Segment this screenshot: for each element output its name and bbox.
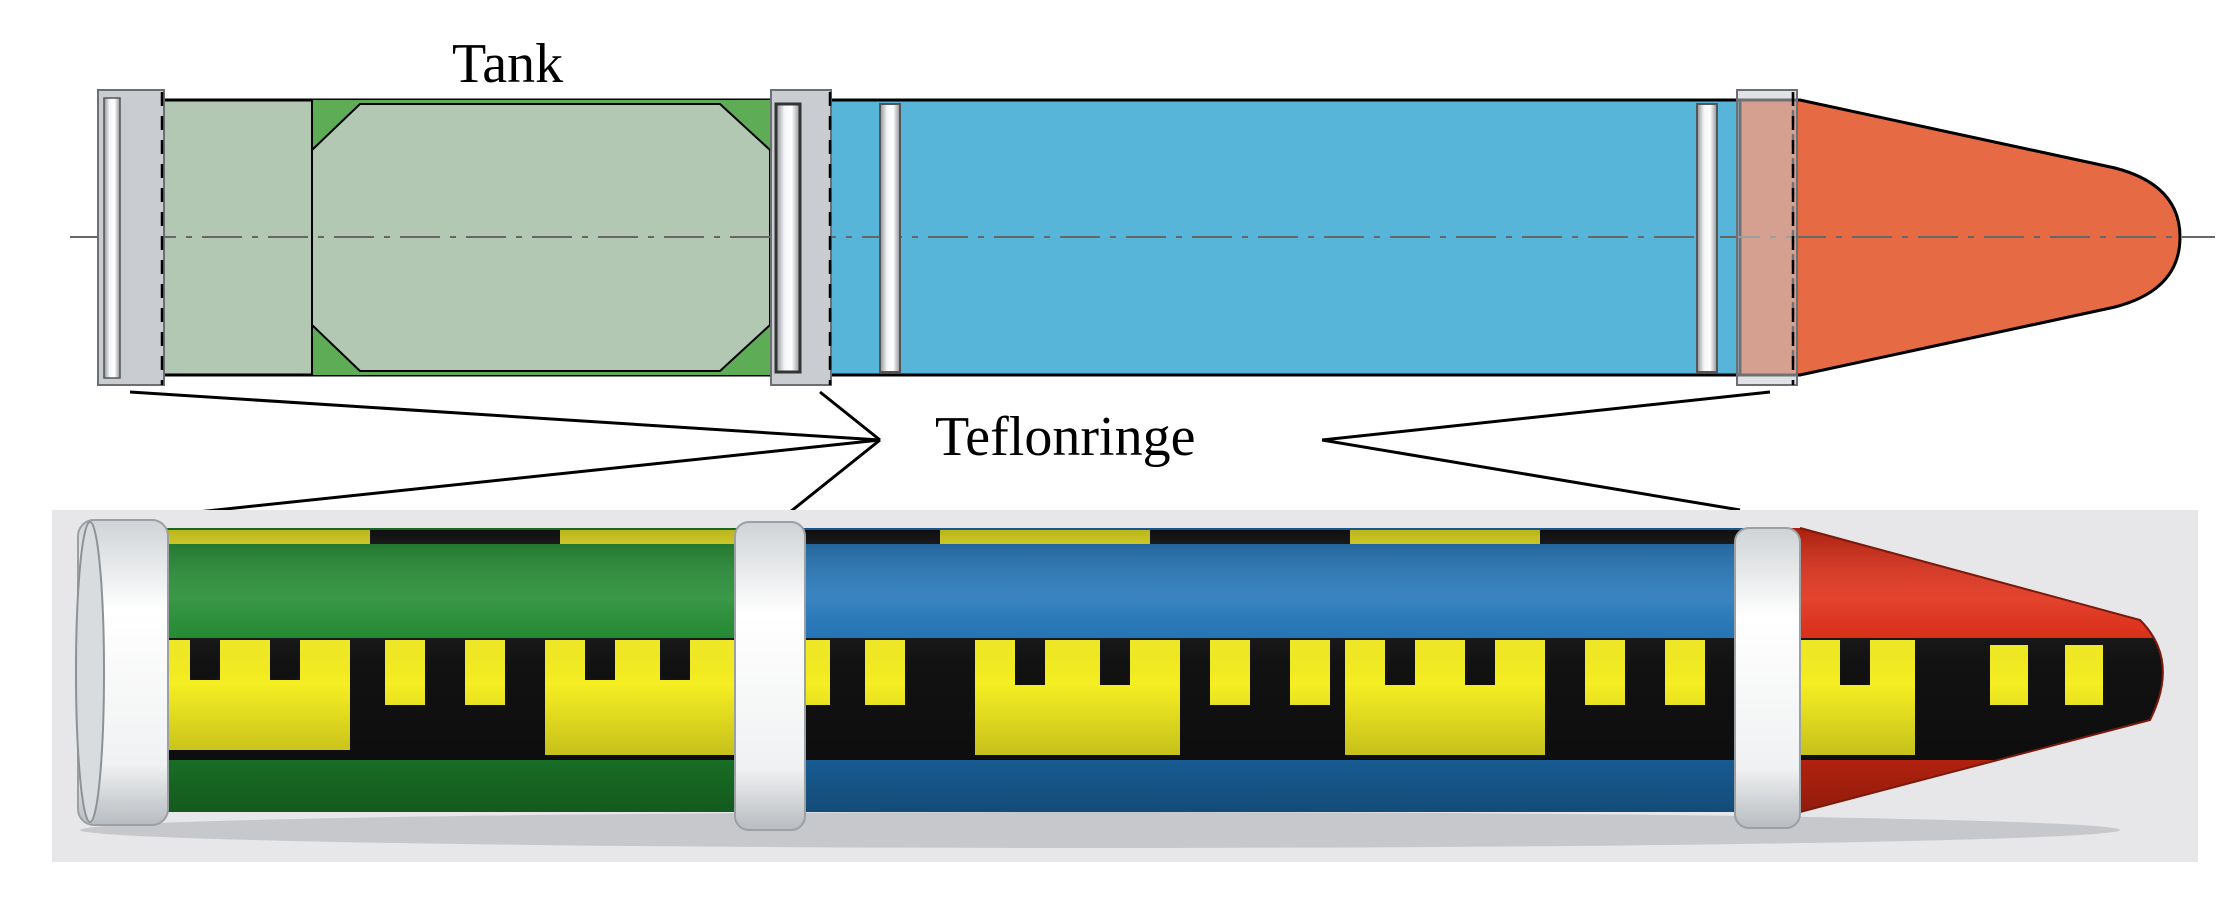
nose-section (1738, 98, 2182, 377)
ring-inner-left (879, 103, 901, 373)
ring-group-left (97, 89, 165, 386)
ring-group-middle (770, 89, 832, 386)
model-photo (52, 510, 2198, 862)
photo-ring-middle (734, 521, 806, 831)
photo-nose-outline (1799, 527, 2164, 813)
leader-lines (129, 390, 1771, 534)
photo-shading (90, 528, 2163, 812)
ring-inner-right (1696, 103, 1718, 373)
photo-shadow (80, 812, 2120, 848)
section-drawing (70, 89, 2215, 386)
label-tank: Tank (452, 33, 563, 95)
photo-ring-right (1734, 527, 1801, 829)
ring-group-right (1736, 89, 1798, 386)
label-teflonringe: Teflonringe (935, 406, 1195, 468)
photo-ring-left (75, 519, 169, 826)
